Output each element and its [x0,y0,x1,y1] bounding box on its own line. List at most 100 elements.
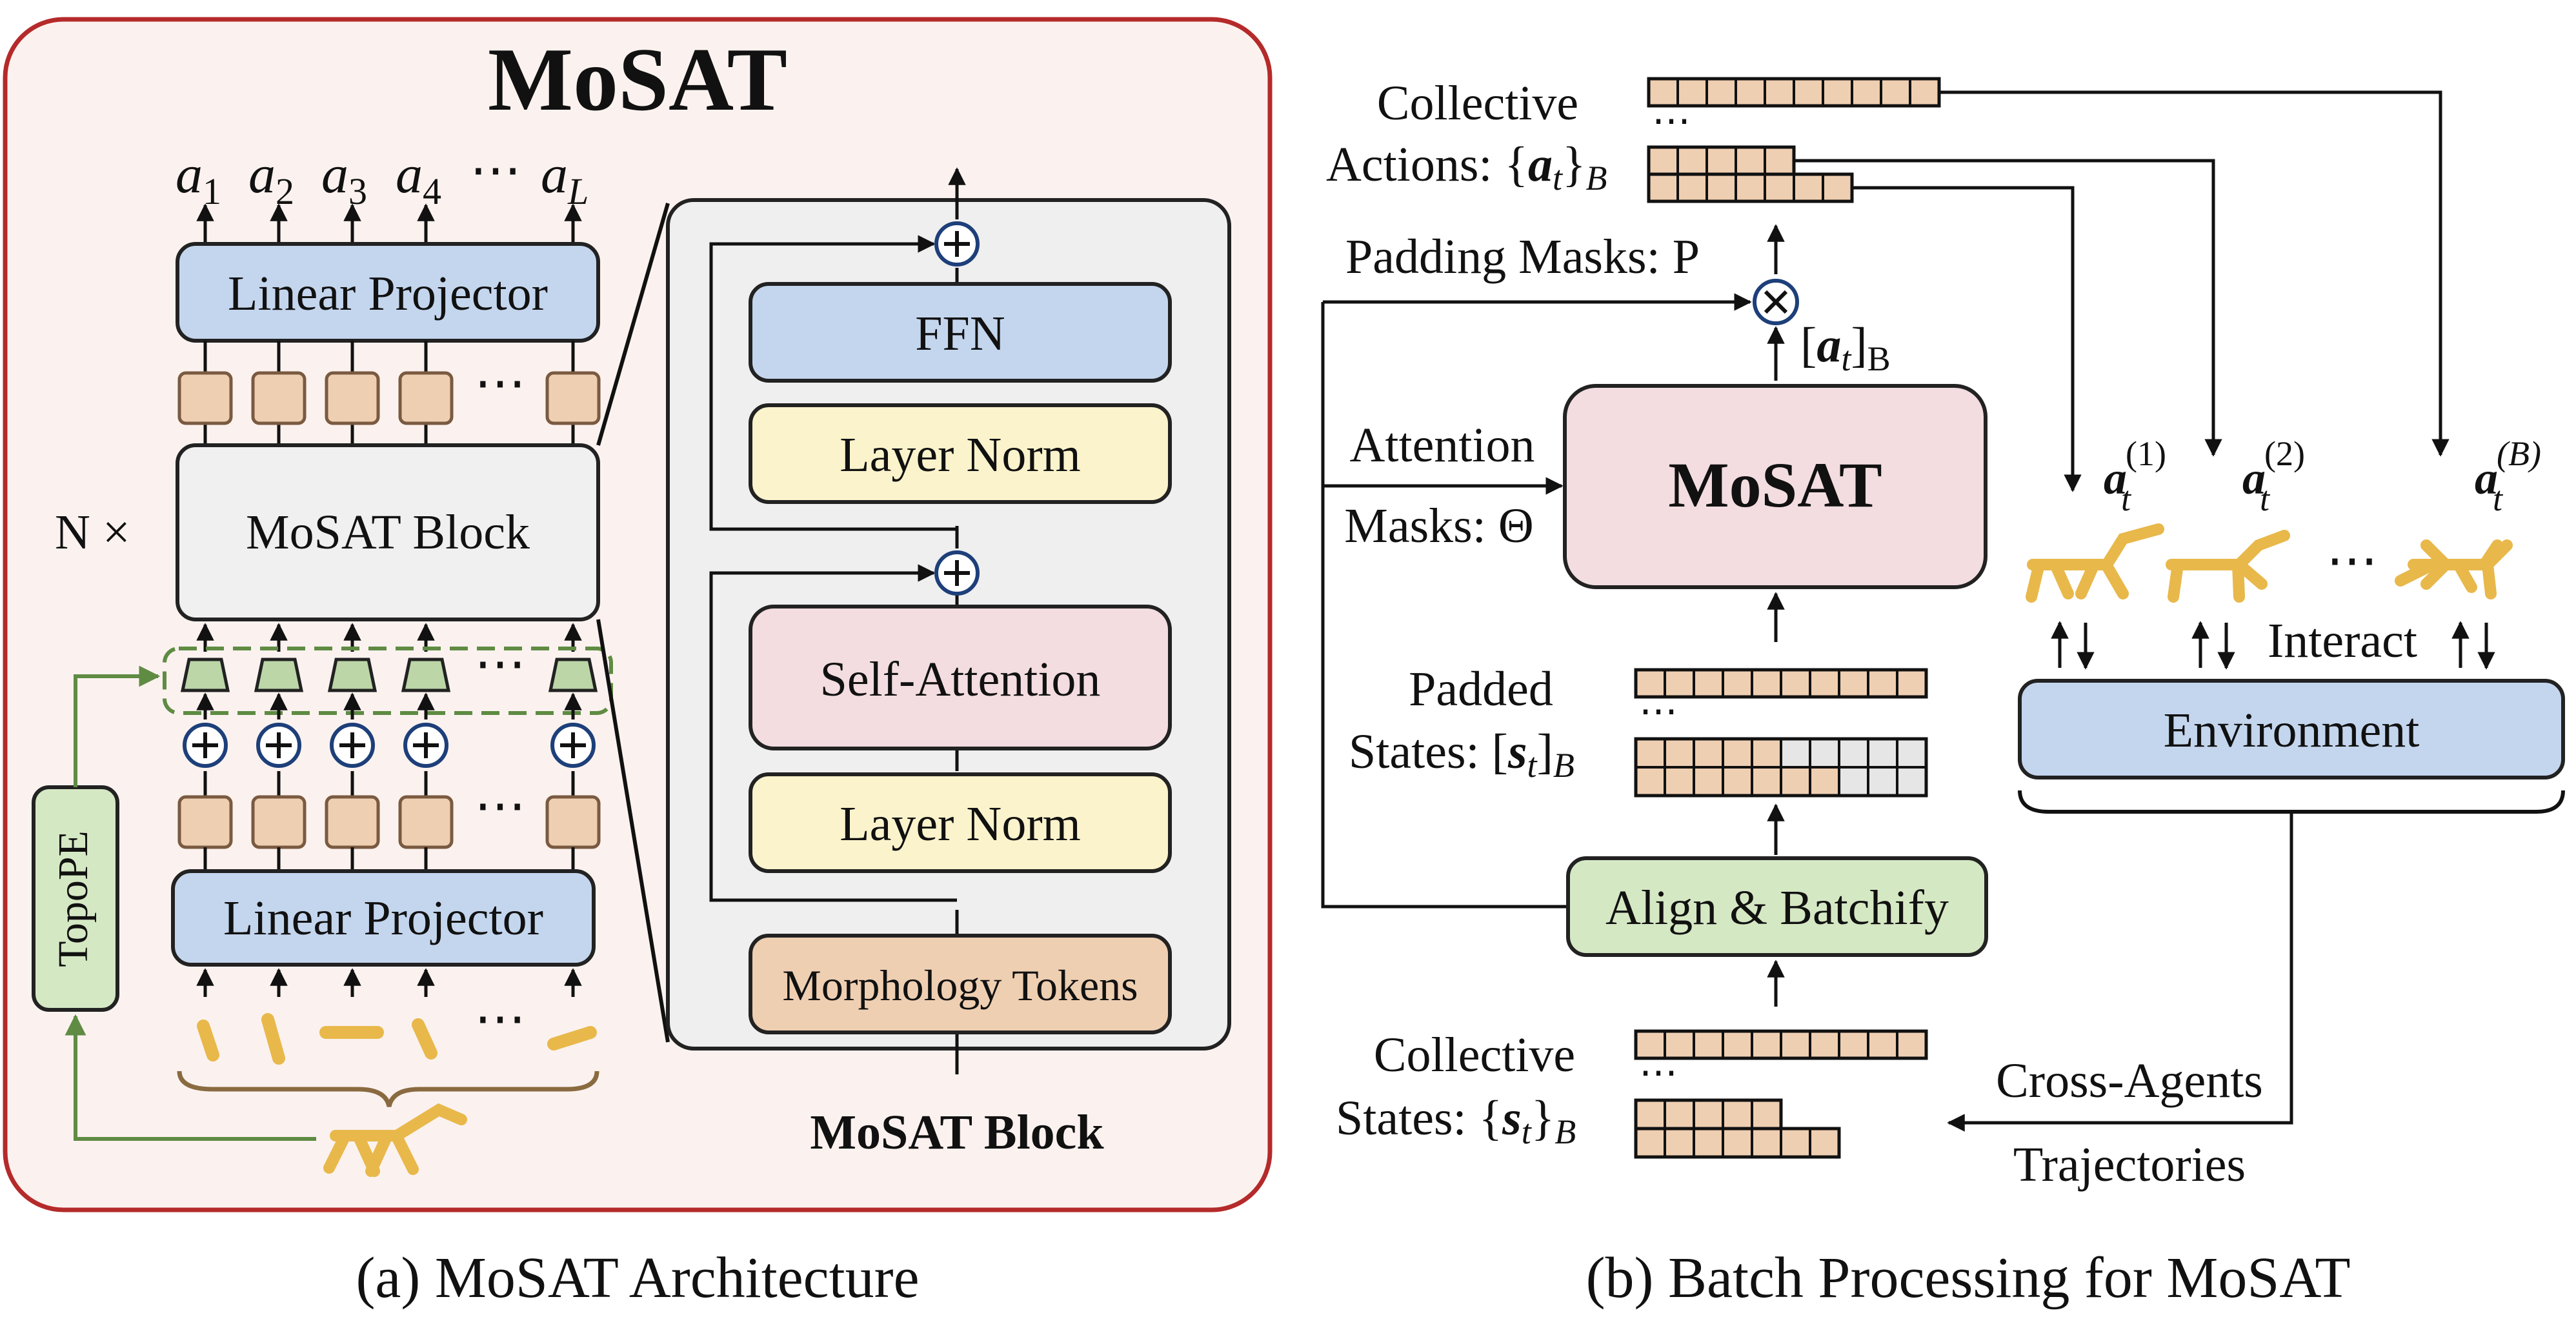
cross-agents-label: Cross-Agents [1996,1054,2263,1108]
layer-norm-box-1 [749,403,1172,504]
agent-action-2: a(2)t [2242,434,2305,518]
lower-tokens-ellipsis: ⋯ [474,778,526,834]
ffn-label: FFN [915,307,1005,361]
pe-add-connectors [196,692,582,797]
trapezoid [401,658,451,692]
output-arrows [196,203,582,244]
limb-segment [197,1020,219,1061]
token [251,795,307,849]
mosat-model-box [1563,384,1987,589]
plus-circle-icon [330,723,375,768]
token [545,795,601,849]
layer-norm-box-2 [749,772,1172,873]
trapezoid [327,658,377,692]
trajectories-label: Trajectories [2013,1138,2246,1192]
trapezoid [254,658,304,692]
upper-tokens [177,371,601,425]
self-attention-box [749,605,1172,750]
upper-tokens-ellipsis: ⋯ [474,355,526,412]
token [251,371,307,425]
interact-arrows [2051,621,2495,670]
output-label: a1 [176,145,221,212]
self-attention-label: Self-Attention [820,652,1101,707]
agent-robot-icon [2395,539,2513,599]
limb-ellipsis: ⋯ [474,990,526,1047]
morphology-tokens-box [749,934,1172,1034]
attention-masks-line1: Attention [1349,418,1535,472]
limb-connectors [196,968,582,997]
trapezoid-ellipsis: ⋯ [474,636,526,692]
agent-action-b: a(B)t [2475,434,2541,518]
collective-states-dots: ⋯ [1639,1051,1678,1094]
output-ellipsis: ⋯ [470,142,521,199]
align-batchify-box [1566,856,1988,957]
limb-segment [412,1018,438,1060]
lower-token-connectors [203,847,575,871]
token [398,371,454,425]
agent-action-1: a(1)t [2104,434,2166,518]
mosat-model-label: MoSAT [1668,449,1882,521]
top-projector-label: Linear Projector [228,266,548,321]
limb-segment [261,1013,285,1065]
environment-box [2018,679,2565,779]
agent-robot-icon [2026,523,2164,603]
mosat-block-label: MoSAT Block [246,505,530,559]
multiply-circle-icon [1753,279,1799,325]
agent-ellipsis: ⋯ [2326,532,2378,589]
limbs-brace [177,1071,599,1107]
attention-masks-line2: Masks: Θ [1344,499,1533,553]
align-batchify-label: Align & Batchify [1605,881,1949,935]
layer-norm-label-2: Layer Norm [840,797,1081,851]
padding-masks-label: Padding Masks: P [1345,230,1700,284]
interact-label: Interact [2268,614,2417,668]
top-linear-projector [176,242,600,343]
collective-state-grid [1664,1031,1898,1157]
panel-a-title: MoSAT [488,30,787,130]
topo-pe-label: TopoPE [50,830,97,967]
plus-circle-icon [934,221,980,266]
plus-circle-icon [183,723,228,768]
topo-pe-links [65,665,316,1141]
token [325,371,380,425]
residual-add-icons [934,221,980,596]
plus-circle-icon [256,723,301,768]
environment-label: Environment [2164,703,2420,758]
padded-states-line1: Padded [1409,662,1553,716]
collective-states-line1: Collective [1374,1028,1575,1082]
padded-states-line2: States: [st]B [1349,725,1575,785]
layer-norm-label-1: Layer Norm [840,428,1081,482]
collective-actions-line2: Actions: {at}B [1326,137,1607,197]
environment-brace [2018,790,2565,814]
padded-state-cells [1634,668,1928,798]
embedding-trapezoids [180,658,598,692]
ffn-box [749,282,1172,383]
ant-robot-icon [323,1103,467,1177]
action-dots: ⋯ [1652,99,1691,142]
zoom-lines [596,203,670,1043]
agent-robot-icon [2166,530,2290,603]
trapezoid [180,658,230,692]
token [325,795,380,849]
padded-dots: ⋯ [1639,690,1678,732]
action-routes [1794,90,2450,492]
collective-states-line2: States: {st}B [1336,1091,1576,1151]
action-cells-short [1647,145,1854,203]
trapezoid [548,658,598,692]
n-times-label: N × [55,505,130,559]
block-detail-caption: MoSAT Block [810,1105,1104,1160]
limb-segments [197,1013,597,1065]
panel-a-caption: (a) MoSAT Architecture [356,1246,919,1310]
panel-b-flow [1321,224,1785,1007]
output-label: a3 [321,145,367,212]
token [177,371,233,425]
plus-circle-icon [550,723,596,768]
token-connectors-top [203,341,575,445]
plus-circle-icon [934,550,980,596]
topo-embedding-group [163,647,613,715]
token [177,795,233,849]
action-cells-grid-1 [1676,79,1911,106]
pe-add-icons [183,723,596,768]
plus-circle-icon [403,723,448,768]
bottom-projector-label: Linear Projector [223,891,543,945]
